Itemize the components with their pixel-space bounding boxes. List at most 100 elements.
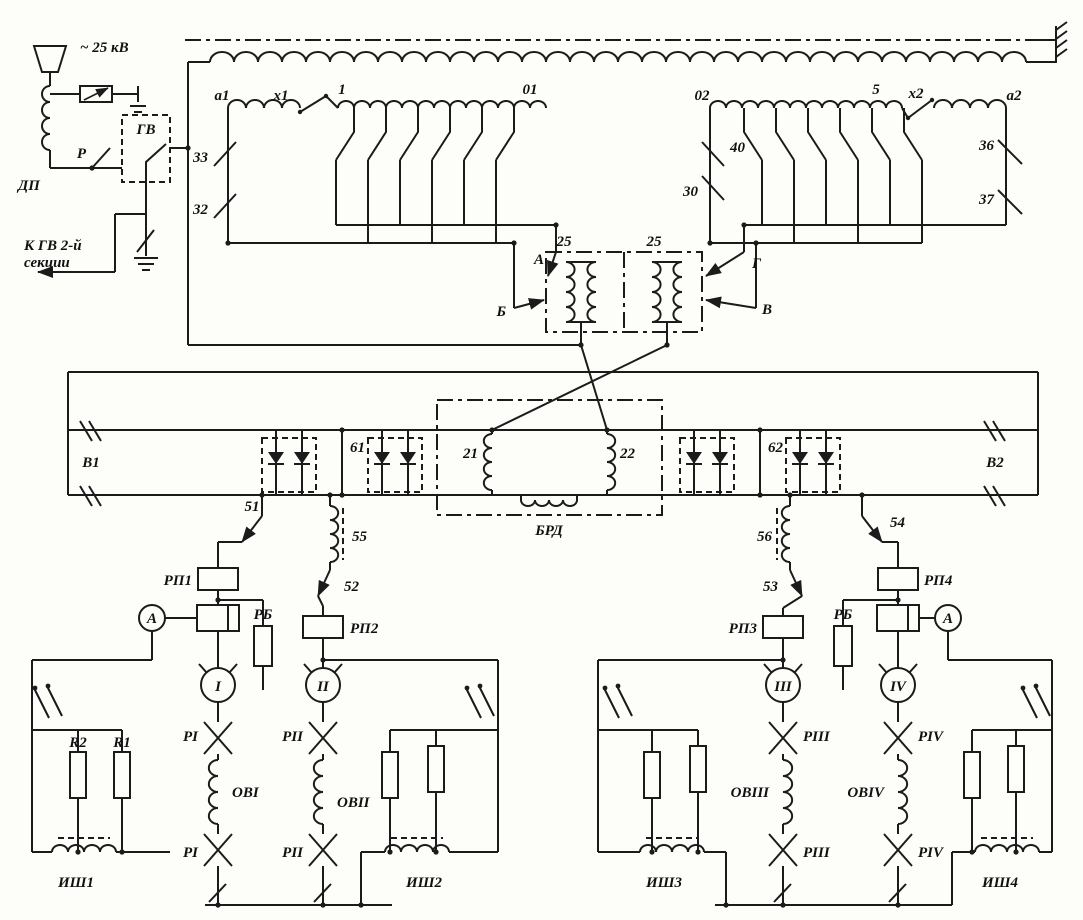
shunt-right (876, 604, 920, 632)
resistor-ish2-b (427, 745, 445, 793)
resistor-ish3-b (689, 745, 707, 793)
resistor-ish4-b (1007, 745, 1025, 793)
junction-dots (75, 145, 1019, 908)
reverser-p1-bottom (203, 833, 233, 867)
brd-box (436, 399, 663, 516)
contactor-53 (789, 569, 803, 597)
diode-block-2 (368, 430, 422, 495)
motor-group-1 (31, 505, 499, 906)
label-coil-55: 55 (352, 529, 368, 545)
label-ammeter-right: А (942, 611, 953, 627)
label-rb-left: РБ (254, 607, 273, 623)
transition-reactor-section (513, 225, 757, 345)
label-p2-top: РII (282, 729, 304, 745)
label-ish2: ИШ2 (405, 875, 443, 891)
label-rp1: РП1 (164, 573, 192, 589)
label-r: Р (77, 146, 87, 162)
contactor-52 (317, 569, 331, 597)
regulating-winding-left (337, 100, 547, 109)
label-p4-bottom: РIV (918, 845, 945, 861)
contactor-51 (241, 515, 263, 543)
label-coil-21: 21 (462, 446, 478, 462)
pantograph-icon (32, 45, 68, 86)
label-coil-22: 22 (619, 446, 636, 462)
label-tap-01: 01 (523, 82, 538, 98)
smoothing-coil-22 (606, 433, 617, 491)
label-note-2: секции (24, 255, 70, 271)
coil-56 (780, 505, 791, 563)
connector-v1 (79, 420, 102, 507)
diode-block-4 (786, 430, 840, 495)
relay-rp1-box (197, 567, 239, 591)
reactor-box (545, 251, 703, 333)
label-sw-51: 51 (245, 499, 260, 515)
label-tap-b: Б (495, 304, 506, 320)
label-rp2: РП2 (350, 621, 379, 637)
motor-group-2 (597, 505, 1053, 906)
label-tap-02: 02 (695, 88, 711, 104)
label-motor-4: IV (889, 679, 908, 695)
field-winding-ov3 (782, 759, 794, 825)
tap-switch-bank-right (701, 108, 1023, 244)
field-winding-ov4 (897, 759, 909, 825)
label-brd: БРД (534, 523, 563, 539)
label-sw-32: 32 (192, 202, 209, 218)
rectifier-bus-frame (67, 371, 1039, 496)
label-a2: a2 (1007, 88, 1023, 104)
reverser-p3-top (768, 721, 798, 755)
label-sw-52: 52 (344, 579, 360, 595)
contactor-54 (861, 515, 883, 543)
label-tap-v: В (761, 302, 772, 318)
resistor-ish4-a (963, 751, 981, 799)
label-sw-37: 37 (978, 192, 995, 208)
label-p1-top: РI (183, 729, 199, 745)
reverser-p2-top (308, 721, 338, 755)
label-p3-top: РIII (803, 729, 831, 745)
label-p4-top: РIV (918, 729, 945, 745)
label-ish4: ИШ4 (981, 875, 1019, 891)
rectifier-section (67, 344, 1039, 516)
reactor-coils (565, 261, 683, 345)
knife-switch-right-outer (1019, 682, 1051, 719)
label-rb-right: РБ (834, 607, 853, 623)
relay-rb-right-box (833, 625, 853, 667)
label-sw-36: 36 (978, 138, 995, 154)
label-rp3: РП3 (729, 621, 758, 637)
relay-rp2-box (302, 615, 344, 639)
label-ov1: ОВI (232, 785, 260, 801)
rectifier-output-feeds (261, 495, 863, 516)
inductive-shunt-ish3 (639, 844, 705, 853)
reverser-p4-bottom (883, 833, 913, 867)
label-ov2: ОВII (337, 795, 371, 811)
relay-rp4-box (877, 567, 919, 591)
primary-winding (188, 51, 1057, 63)
inductive-shunt-ish1 (51, 844, 117, 853)
label-sw-30: 30 (682, 184, 699, 200)
label-v1: В1 (81, 455, 100, 471)
labels-layer: ~ 25 кВ ДП Р ГВ К ГВ 2-й секции a1 x1 1 … (16, 40, 1022, 891)
knife-switch-left-outer (31, 682, 63, 719)
label-ammeter-left: А (146, 611, 157, 627)
reverser-p3-bottom (768, 833, 798, 867)
label-p2-bottom: РII (282, 845, 304, 861)
reverser-p4-top (883, 721, 913, 755)
label-ov4: ОВIV (847, 785, 886, 801)
label-x2: x2 (908, 86, 925, 102)
diode-block-1 (262, 430, 316, 495)
label-p1-bottom: РI (183, 845, 199, 861)
label-motor-2: II (316, 679, 330, 695)
label-a1: a1 (215, 88, 230, 104)
label-note-1: К ГВ 2-й (23, 238, 82, 254)
relay-rp3-box (762, 615, 804, 639)
dp-choke-coil (41, 85, 51, 168)
gv-ground-branch (37, 182, 158, 278)
reverser-p1-top (203, 721, 233, 755)
reactor-tap-arrows (513, 225, 757, 310)
regulating-winding-right (709, 100, 903, 109)
reverser-p2-bottom (308, 833, 338, 867)
resistor-r1-box (113, 751, 131, 799)
inductive-shunt-ish2 (384, 844, 450, 853)
label-p3-bottom: РIII (803, 845, 831, 861)
